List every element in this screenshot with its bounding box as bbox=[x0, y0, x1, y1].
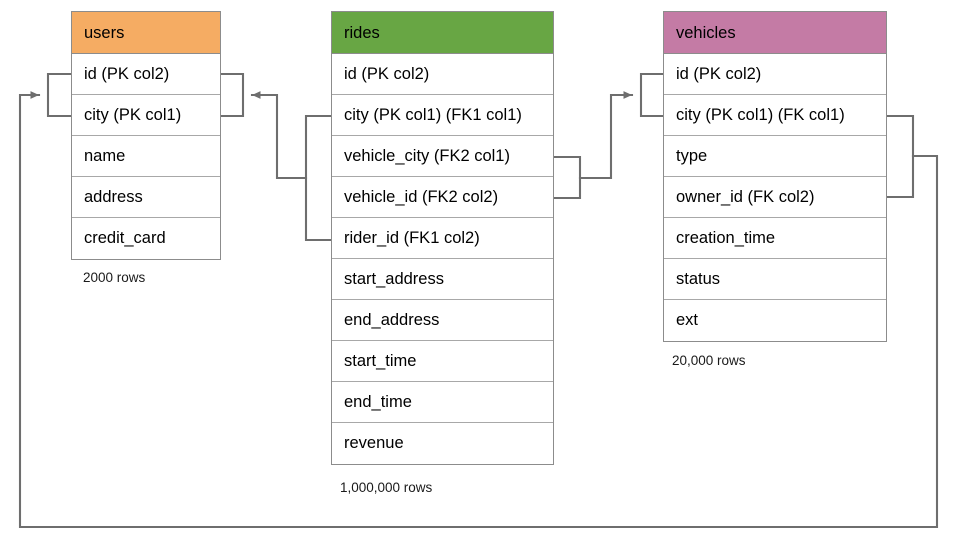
users-left-bracket bbox=[46, 72, 73, 118]
vehicles-left-bracket bbox=[639, 72, 665, 118]
table-vehicles-column-ext[interactable]: ext bbox=[676, 311, 699, 329]
table-vehicles-title: vehicles bbox=[664, 12, 886, 54]
table-users-title: users bbox=[72, 12, 220, 54]
table-users-column-id[interactable]: id (PK col2) bbox=[72, 54, 220, 95]
table-rides-column-vehicle-id[interactable]: vehicle_id (FK2 col2) bbox=[332, 177, 553, 218]
table-rides-column-end-address[interactable]: end_address bbox=[332, 300, 553, 341]
table-vehicles-column-owner-id[interactable]: owner_id (FK col2) bbox=[664, 177, 886, 218]
table-vehicles-column-city[interactable]: city (PK col1) (FK col1) bbox=[664, 95, 886, 136]
connector-rides-to-vehicles bbox=[552, 91, 634, 200]
table-rides-column-vehicle-city[interactable]: vehicle_city (FK2 col1) bbox=[332, 136, 553, 177]
table-rides-title: rides bbox=[332, 12, 553, 54]
connector-rides-to-users bbox=[250, 91, 333, 242]
table-rides-column-city[interactable]: city (PK col1) (FK1 col1) bbox=[332, 95, 553, 136]
table-vehicles[interactable]: vehicles id (PK col2) city (PK col1) (FK… bbox=[663, 11, 887, 342]
table-rides-column-start-address[interactable]: start_address bbox=[332, 259, 553, 300]
table-rides-column-id[interactable]: id (PK col2) bbox=[332, 54, 553, 95]
users-right-bracket bbox=[219, 72, 245, 118]
table-rides-column-end-time[interactable]: end_time bbox=[332, 382, 553, 423]
table-rides-column-start-time[interactable]: start_time bbox=[332, 341, 553, 382]
table-users-column-credit-card[interactable]: credit_card bbox=[84, 229, 166, 247]
table-rides[interactable]: rides id (PK col2) city (PK col1) (FK1 c… bbox=[331, 11, 554, 465]
table-vehicles-row-count: 20,000 rows bbox=[672, 353, 746, 368]
table-users[interactable]: users id (PK col2) city (PK col1) name a… bbox=[71, 11, 221, 260]
table-rides-row-count: 1,000,000 rows bbox=[340, 480, 433, 495]
table-rides-column-revenue[interactable]: revenue bbox=[344, 434, 404, 452]
table-users-column-city[interactable]: city (PK col1) bbox=[72, 95, 220, 136]
table-vehicles-column-creation-time[interactable]: creation_time bbox=[664, 218, 886, 259]
table-users-column-address[interactable]: address bbox=[72, 177, 220, 218]
table-users-column-name[interactable]: name bbox=[72, 136, 220, 177]
table-vehicles-column-id[interactable]: id (PK col2) bbox=[664, 54, 886, 95]
table-vehicles-column-status[interactable]: status bbox=[664, 259, 886, 300]
table-rides-column-rider-id[interactable]: rider_id (FK1 col2) bbox=[332, 218, 553, 259]
table-vehicles-column-type[interactable]: type bbox=[664, 136, 886, 177]
table-users-row-count: 2000 rows bbox=[83, 270, 146, 285]
